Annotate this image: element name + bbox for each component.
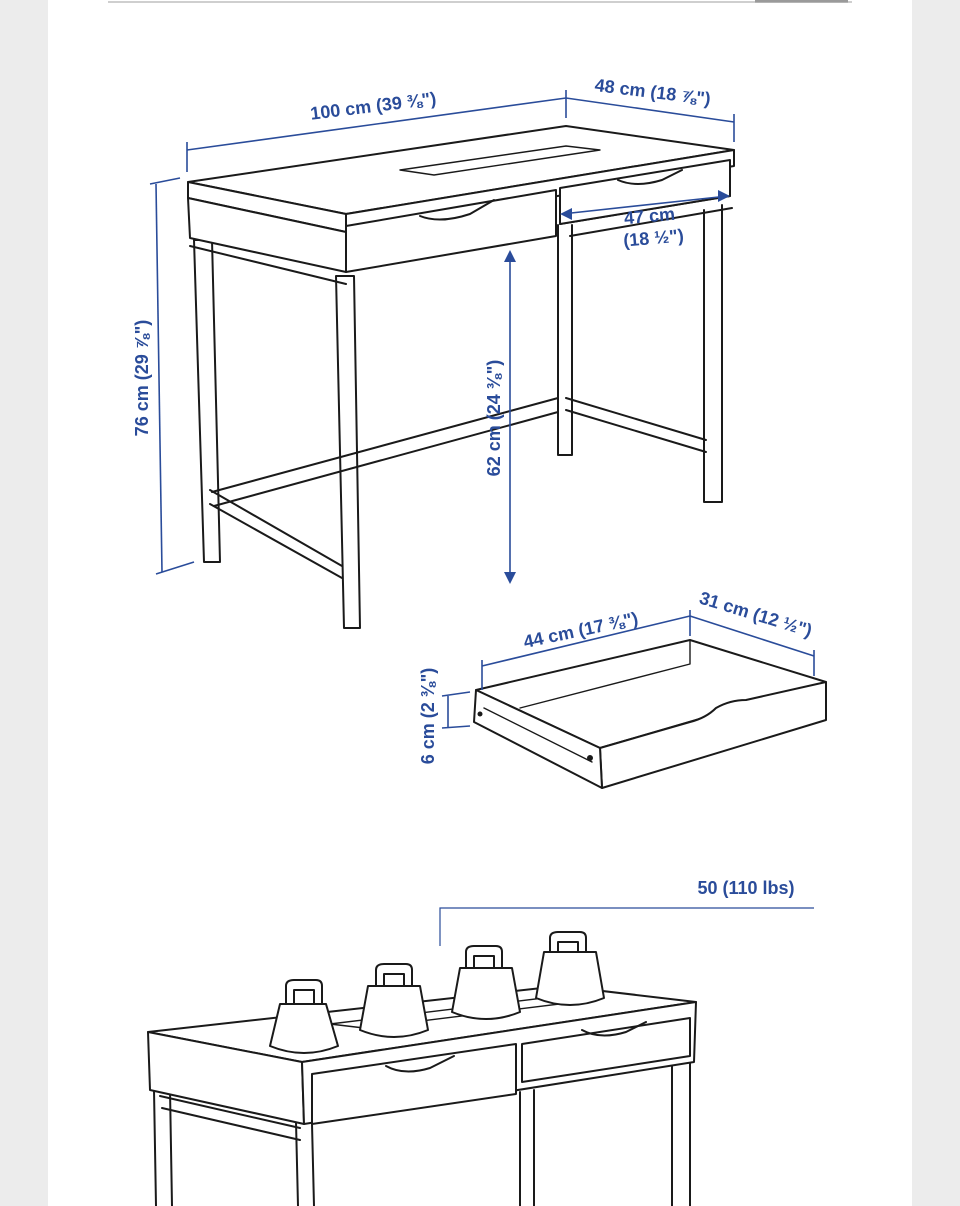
weight-3-handle-icon	[465, 945, 503, 969]
load-desk-drawer-right	[521, 1017, 691, 1083]
back-side-rail	[565, 397, 707, 453]
drawer-depth-label: 31 cm (12 ½")	[697, 588, 814, 641]
height-dim-tick-bottom	[155, 561, 195, 575]
weight-2-handle-icon	[375, 963, 413, 987]
inner-depth-cm-label: 47 cm	[623, 204, 676, 228]
drawer-height-tick-top	[441, 691, 471, 697]
max-load-leader-line	[439, 907, 814, 946]
drawer-height-label: 6 cm (2 ⅜")	[418, 668, 438, 765]
front-right-leg	[335, 275, 361, 629]
desk-dimensions	[149, 90, 735, 584]
cable-slot	[399, 145, 601, 176]
weight-4-body	[535, 951, 605, 1006]
height-dim-tick-top	[149, 177, 181, 185]
drawer-dimensions	[441, 610, 815, 729]
weight-4	[535, 931, 605, 1006]
weight-3-handle-inner	[473, 955, 495, 969]
weight-2-body	[359, 985, 429, 1038]
drawer-front-wall	[599, 681, 827, 789]
drawer-handle-right	[617, 169, 683, 185]
back-left-leg	[557, 224, 573, 456]
inner-depth-arrow-left	[560, 208, 572, 220]
height-dim-line	[155, 183, 163, 573]
inner-depth-in-label: (18 ½")	[622, 225, 684, 250]
drawer-drawing	[473, 639, 827, 789]
weight-2-handle-inner	[383, 973, 405, 987]
weight-2	[359, 963, 429, 1038]
drawer-width-label: 44 cm (17 ⅜")	[522, 608, 640, 652]
drawer-back-wall	[519, 639, 691, 709]
weight-3-body	[451, 967, 521, 1020]
drawer-screw-back	[477, 711, 483, 717]
weight-4-handle-inner	[557, 941, 579, 953]
load-desk-handle-right	[581, 1021, 647, 1037]
weight-1	[269, 979, 339, 1054]
drawer-side-wall	[473, 689, 603, 789]
load-desk-right-leg	[671, 1059, 691, 1206]
left-side-rail	[209, 489, 343, 579]
drawer-handle-left	[419, 199, 495, 221]
drawer-front-left	[345, 189, 557, 273]
clearance-arrow-top	[504, 250, 516, 262]
back-rail	[211, 397, 559, 507]
weights	[269, 931, 605, 1054]
weight-4-handle-icon	[549, 931, 587, 953]
weight-1-handle-inner	[293, 989, 315, 1005]
load-desk-front-leg	[295, 1121, 315, 1206]
load-desk-side-rail	[159, 1095, 301, 1141]
load-desk-drawer-left	[311, 1043, 517, 1125]
load-desk-handle-left	[385, 1055, 455, 1073]
max-load-label: 50 (110 lbs)	[697, 878, 794, 898]
front-left-leg	[193, 239, 221, 563]
leg-clearance-label: 62 cm (24 ⅜")	[484, 360, 504, 477]
clearance-arrow-bottom	[504, 572, 516, 584]
drawer-width-dim-line	[481, 615, 691, 667]
drawer-depth-dim-line	[689, 615, 815, 657]
desk-drawing	[187, 125, 735, 629]
drawer-height-tick-bottom	[441, 725, 471, 729]
width-dim-line	[186, 97, 567, 151]
inner-depth-dim-line	[561, 195, 729, 215]
drawer-screw	[587, 755, 593, 761]
drawer-runner	[483, 707, 593, 763]
depth-dim-line	[565, 97, 735, 123]
inner-depth-arrow-right	[718, 190, 730, 202]
desk-height-label: 76 cm (29 ⅞")	[132, 320, 152, 437]
back-right-leg	[703, 204, 723, 503]
weight-3	[451, 945, 521, 1020]
weight-1-handle-icon	[285, 979, 323, 1005]
load-desk-mid-leg	[519, 1089, 535, 1206]
weight-1-body	[269, 1003, 339, 1054]
